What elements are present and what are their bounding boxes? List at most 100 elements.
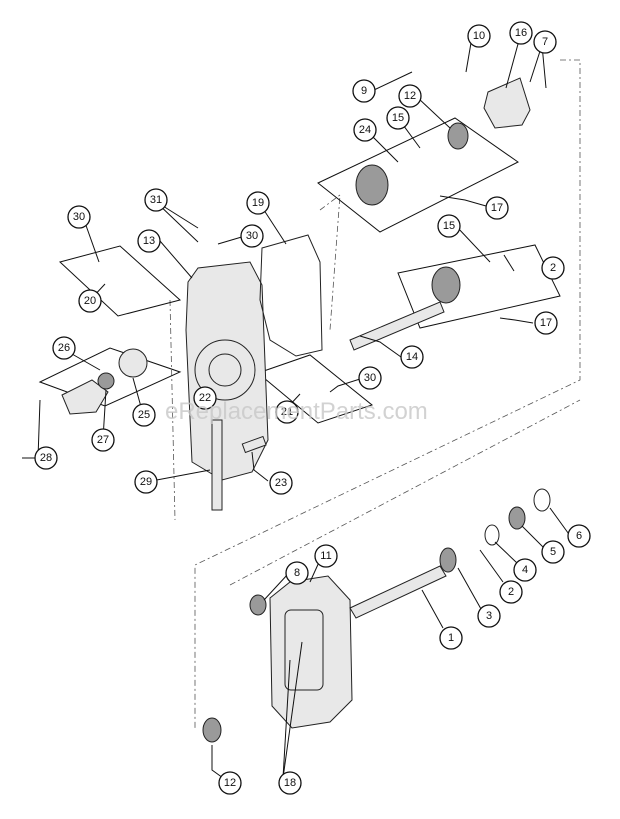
callout-26: 26 <box>52 336 76 360</box>
svg-text:16: 16 <box>515 27 527 39</box>
valve-29 <box>211 419 223 511</box>
front-housing-bore <box>194 339 256 401</box>
callout-17: 17 <box>534 311 558 335</box>
svg-text:17: 17 <box>491 202 503 214</box>
callout-15: 15 <box>386 106 410 130</box>
callout-28: 28 <box>34 446 58 470</box>
callout-21: 21 <box>275 400 299 424</box>
callout-3: 3 <box>477 604 501 628</box>
svg-text:2: 2 <box>508 586 514 598</box>
svg-text:24: 24 <box>359 124 371 136</box>
svg-text:4: 4 <box>522 564 528 576</box>
callout-18: 18 <box>278 771 302 795</box>
svg-text:8: 8 <box>294 567 300 579</box>
callout-5: 5 <box>541 540 565 564</box>
svg-text:6: 6 <box>576 530 582 542</box>
bearing-5 <box>508 506 526 530</box>
svg-text:12: 12 <box>404 90 416 102</box>
callout-24: 24 <box>353 118 377 142</box>
svg-text:26: 26 <box>58 342 70 354</box>
seal-8 <box>249 594 267 616</box>
bearing-12-upper <box>447 122 469 150</box>
callouts: 1 2 2 3 4 5 6 7 8 9 10 11 12 12 13 14 15… <box>34 21 591 795</box>
svg-text:7: 7 <box>542 36 548 48</box>
svg-text:25: 25 <box>138 409 150 421</box>
bearing-3 <box>439 547 457 573</box>
rear-housing <box>269 575 353 729</box>
main-shaft <box>349 565 447 619</box>
svg-text:3: 3 <box>486 610 492 622</box>
callout-16: 16 <box>509 21 533 45</box>
callout-27: 27 <box>91 428 115 452</box>
svg-text:15: 15 <box>392 112 404 124</box>
watermark: eReplacementParts.com <box>165 398 428 425</box>
gasket <box>259 234 323 357</box>
callout-29: 29 <box>134 470 158 494</box>
svg-text:22: 22 <box>199 392 211 404</box>
callout-30: 30 <box>240 224 264 248</box>
callout-30: 30 <box>67 205 91 229</box>
svg-text:2: 2 <box>550 262 556 274</box>
callout-14: 14 <box>400 345 424 369</box>
callout-12: 12 <box>398 84 422 108</box>
svg-text:10: 10 <box>473 30 485 42</box>
tray-17-lower <box>397 244 561 329</box>
svg-text:30: 30 <box>364 372 376 384</box>
svg-text:15: 15 <box>443 220 455 232</box>
svg-text:30: 30 <box>73 211 85 223</box>
parts <box>61 77 551 743</box>
pump-plate-25 <box>118 348 148 378</box>
callout-22: 22 <box>193 386 217 410</box>
svg-text:14: 14 <box>406 351 418 363</box>
svg-text:29: 29 <box>140 476 152 488</box>
input-shaft <box>349 301 445 351</box>
svg-text:9: 9 <box>361 85 367 97</box>
callout-19: 19 <box>246 191 270 215</box>
callout-12: 12 <box>218 771 242 795</box>
svg-text:18: 18 <box>284 777 296 789</box>
ring-6 <box>533 488 551 512</box>
bearing-mid <box>431 266 461 304</box>
svg-text:12: 12 <box>224 777 236 789</box>
pump-cover <box>61 379 109 415</box>
svg-text:19: 19 <box>252 197 264 209</box>
callout-8: 8 <box>285 561 309 585</box>
callout-2: 2 <box>541 256 565 280</box>
callout-15: 15 <box>437 214 461 238</box>
svg-text:17: 17 <box>540 317 552 329</box>
bearing-upper-24 <box>355 164 389 206</box>
callout-6: 6 <box>567 524 591 548</box>
kit-trays <box>38 117 561 424</box>
svg-text:13: 13 <box>143 235 155 247</box>
pump-rotor <box>97 372 115 390</box>
callout-4: 4 <box>513 558 537 582</box>
svg-text:21: 21 <box>281 406 293 418</box>
leader-lines <box>22 32 572 784</box>
callout-2: 2 <box>499 580 523 604</box>
assembly-outline <box>169 59 581 730</box>
cover-16 <box>483 77 531 129</box>
callout-31: 31 <box>144 188 168 212</box>
svg-text:23: 23 <box>275 477 287 489</box>
callout-13: 13 <box>137 229 161 253</box>
ring-4 <box>484 524 500 546</box>
tray-21 <box>256 354 374 424</box>
callout-10: 10 <box>467 24 491 48</box>
svg-text:28: 28 <box>40 452 52 464</box>
callout-11: 11 <box>314 544 338 568</box>
callout-20: 20 <box>78 289 102 313</box>
callout-7: 7 <box>533 30 557 54</box>
svg-text:11: 11 <box>320 550 331 562</box>
fitting-23 <box>241 435 267 454</box>
svg-text:5: 5 <box>550 546 556 558</box>
callout-17: 17 <box>485 196 509 220</box>
svg-text:30: 30 <box>246 230 258 242</box>
callout-25: 25 <box>132 403 156 427</box>
callout-1: 1 <box>439 626 463 650</box>
svg-text:31: 31 <box>150 194 162 206</box>
seal-12-lower <box>202 717 222 743</box>
callout-30: 30 <box>358 366 382 390</box>
tray-17-upper <box>317 117 519 233</box>
tray-20 <box>58 245 182 317</box>
